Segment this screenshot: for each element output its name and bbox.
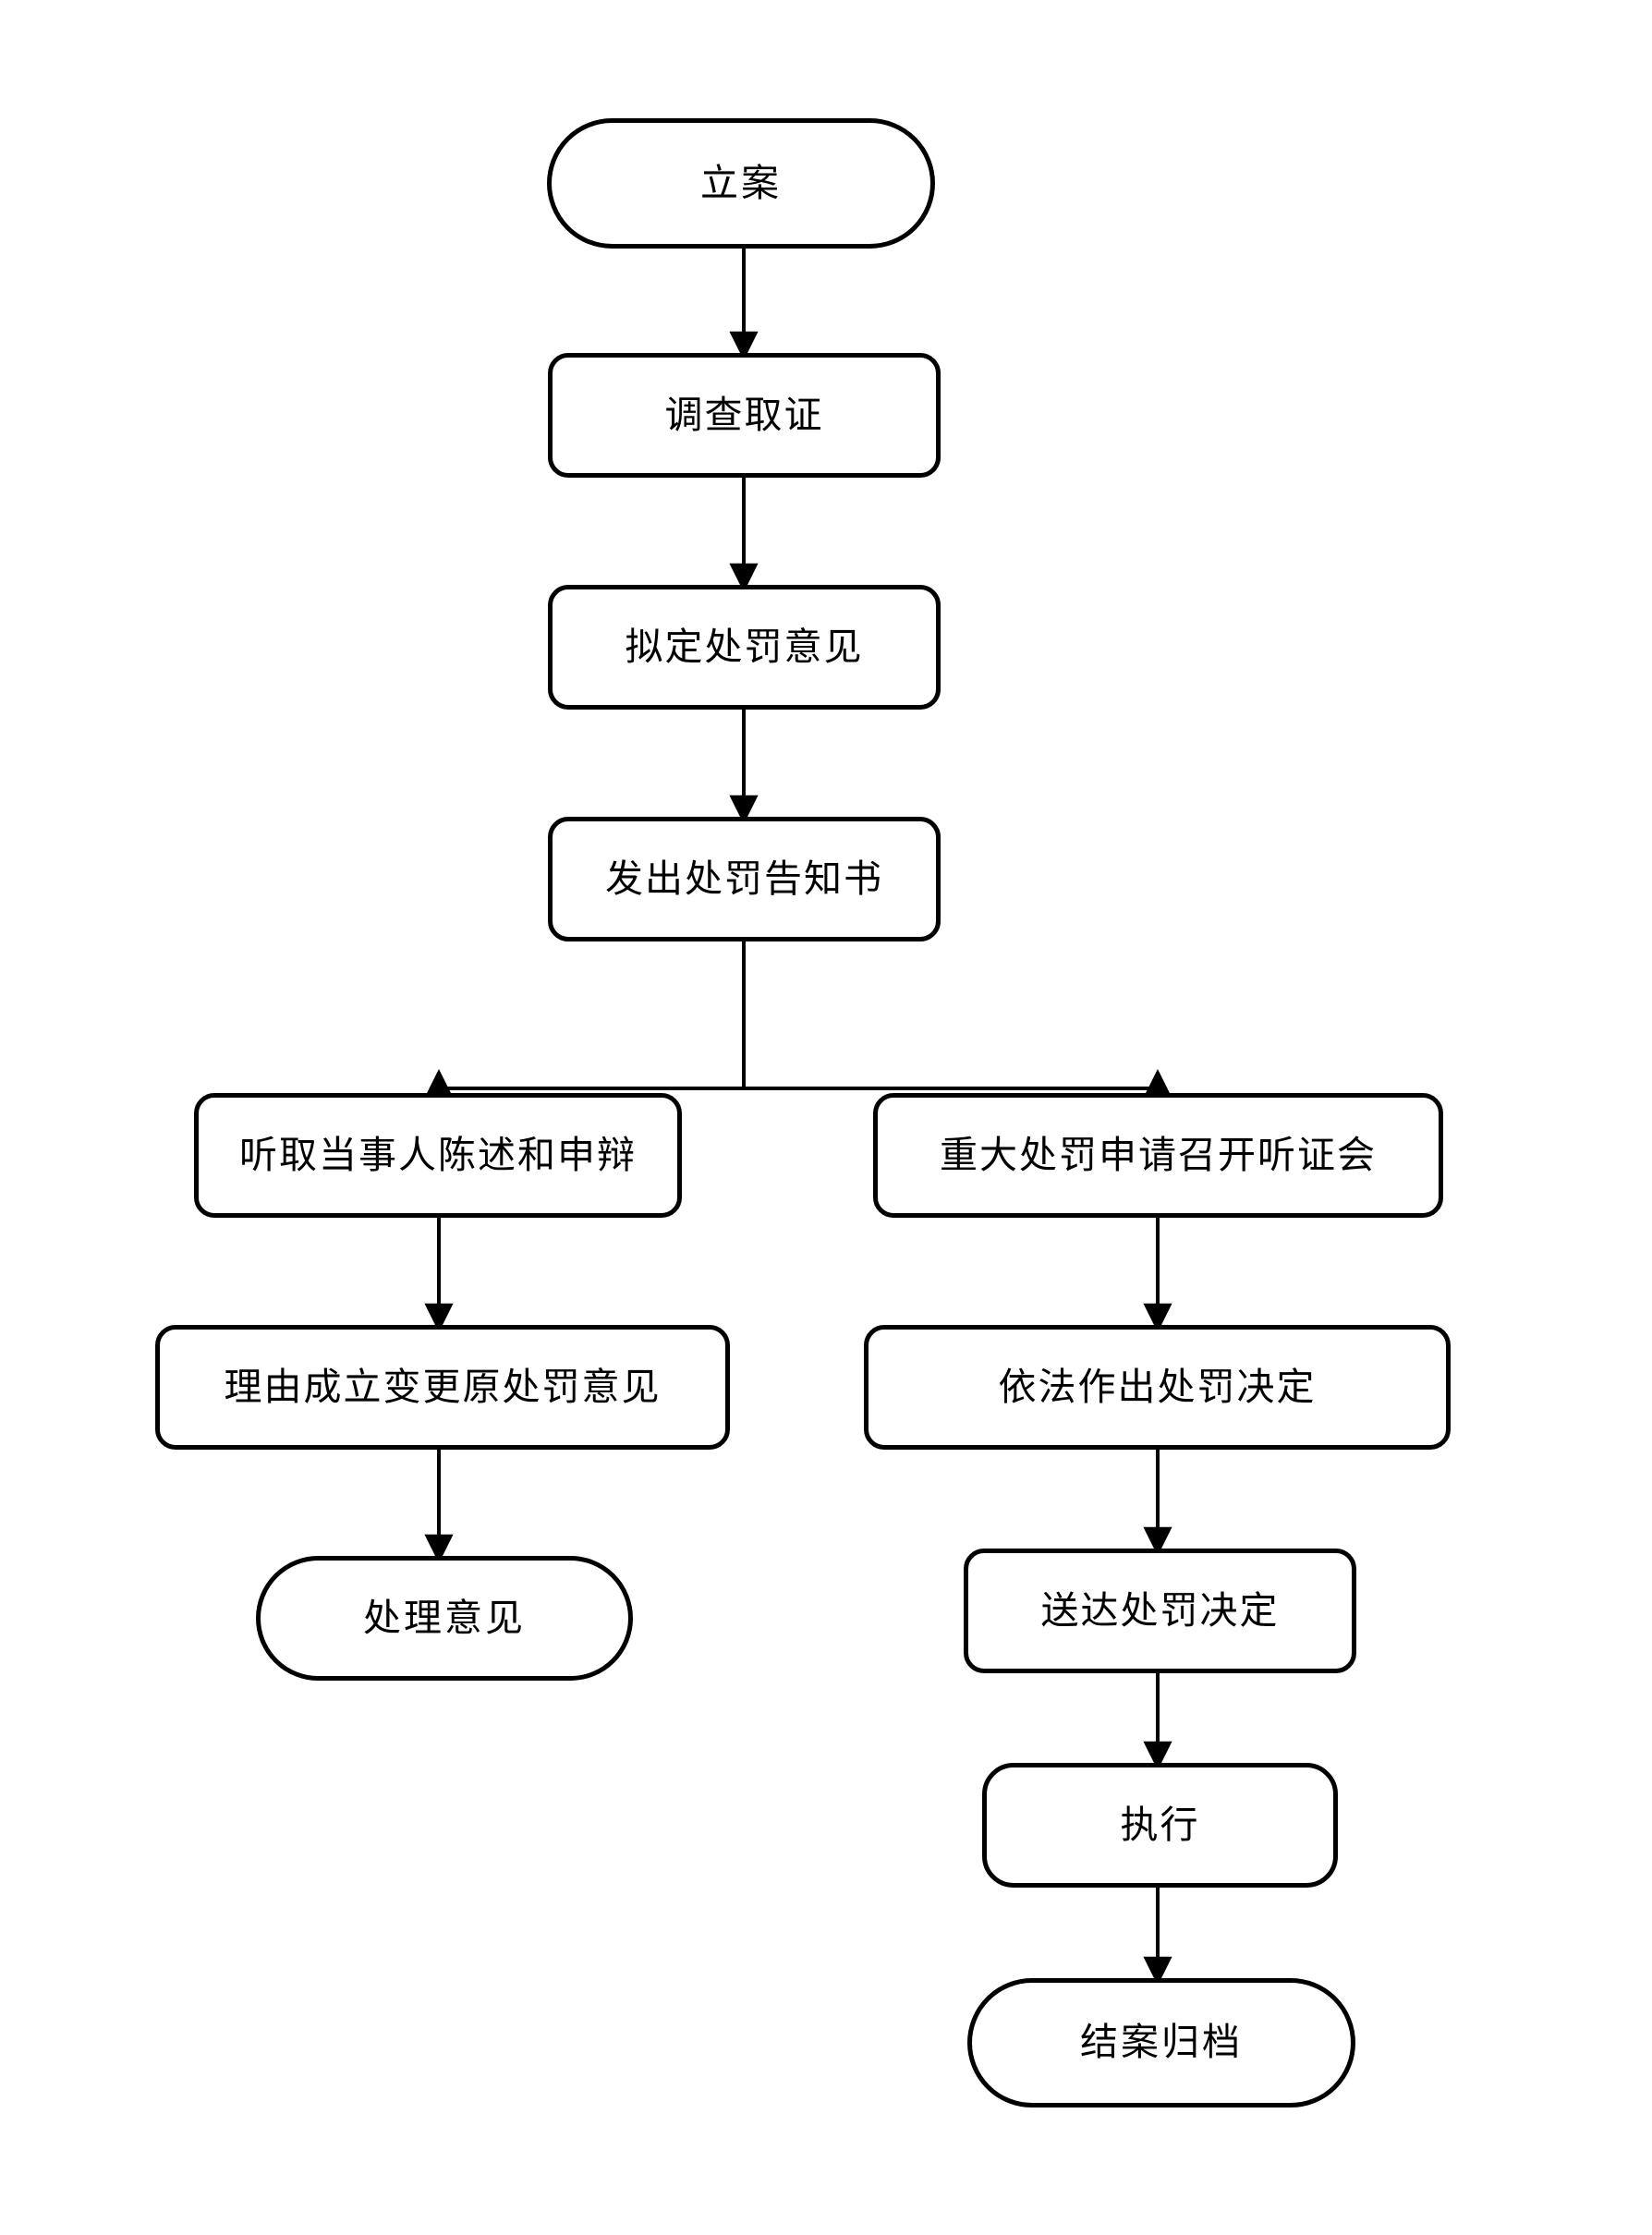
flow-node-modify-penalty-opinion[interactable]: 理由成立变更原处罚意见	[155, 1325, 730, 1450]
flow-node-label: 调查取证	[664, 392, 824, 437]
flow-node-handling-opinion[interactable]: 处理意见	[256, 1556, 633, 1681]
flow-node-label: 理由成立变更原处罚意见	[224, 1364, 662, 1409]
flow-node-label: 送达处罚决定	[1040, 1587, 1280, 1633]
flow-node-serve-penalty-decision[interactable]: 送达处罚决定	[964, 1549, 1356, 1673]
flow-node-label: 听取当事人陈述和申辩	[239, 1132, 637, 1177]
flow-node-issue-penalty-notice[interactable]: 发出处罚告知书	[548, 817, 941, 941]
flow-node-execution[interactable]: 执行	[982, 1763, 1338, 1888]
flow-node-draft-penalty-opinion[interactable]: 拟定处罚意见	[548, 585, 941, 710]
flow-node-label: 执行	[1120, 1802, 1200, 1847]
flow-node-label: 发出处罚告知书	[605, 856, 883, 901]
flow-node-start-case-filing[interactable]: 立案	[547, 118, 935, 249]
flow-node-label: 依法作出处罚决定	[998, 1364, 1317, 1409]
flow-node-label: 处理意见	[363, 1595, 526, 1640]
flow-node-close-and-archive[interactable]: 结案归档	[967, 1978, 1355, 2107]
flow-node-hear-party-statement[interactable]: 听取当事人陈述和申辩	[194, 1093, 682, 1218]
flow-node-label: 拟定处罚意见	[625, 624, 864, 669]
flow-node-major-penalty-hearing[interactable]: 重大处罚申请召开听证会	[873, 1093, 1443, 1218]
flow-node-label: 重大处罚申请召开听证会	[940, 1132, 1377, 1177]
flow-node-label: 结案归档	[1080, 2020, 1243, 2065]
flow-node-label: 立案	[700, 160, 782, 205]
flow-node-investigation[interactable]: 调查取证	[548, 353, 941, 478]
flow-node-make-penalty-decision[interactable]: 依法作出处罚决定	[864, 1325, 1451, 1450]
